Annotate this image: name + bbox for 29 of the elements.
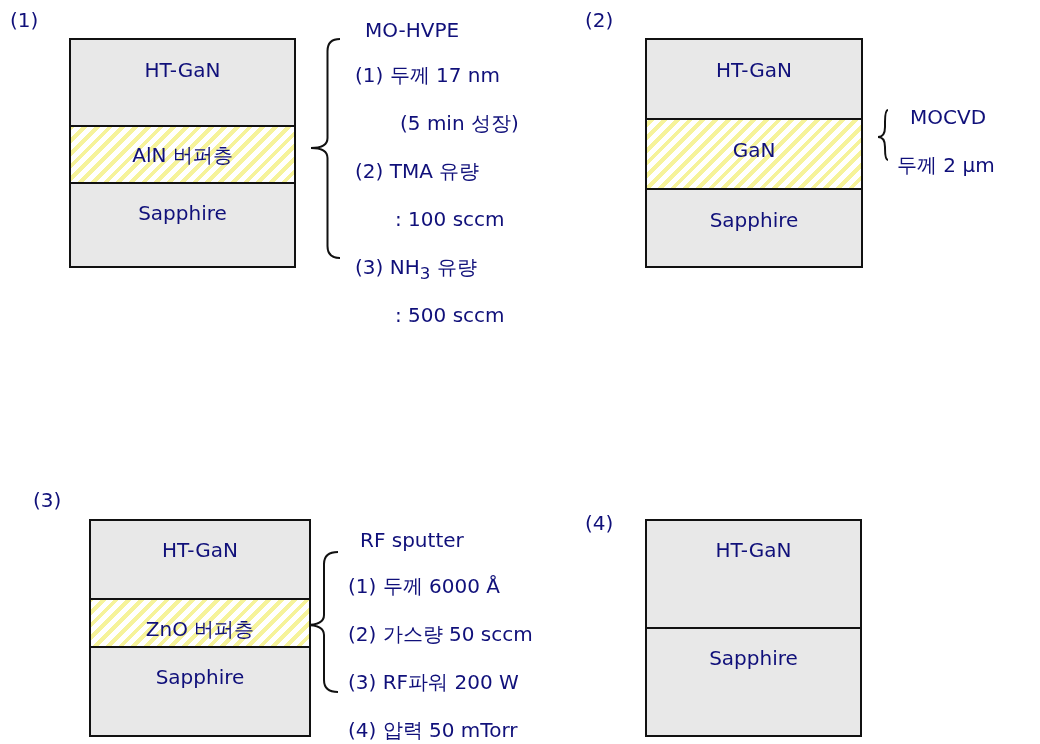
layer-box: Sapphire [69, 182, 296, 268]
parameter-text: (1) 두께 6000 Å [348, 574, 500, 598]
panel-number: (2) [585, 8, 614, 32]
method-label: MOCVD [910, 105, 987, 129]
layer-box: Sapphire [645, 188, 863, 268]
parameter-text: : 100 sccm [395, 207, 505, 231]
parameter-text: (3) RF파워 200 W [348, 670, 519, 694]
parameter-text: (5 min 성장) [400, 111, 519, 135]
layer-box: Sapphire [645, 627, 862, 737]
parameter-text: : 500 sccm [395, 303, 505, 327]
layer-box: HT-GaN [89, 519, 311, 600]
layer-box: GaN [645, 118, 863, 190]
layer-box: HT-GaN [645, 519, 862, 629]
layer-box: HT-GaN [69, 38, 296, 127]
layer-box: Sapphire [89, 646, 311, 737]
layer-box: HT-GaN [645, 38, 863, 120]
panel-number: (4) [585, 511, 614, 535]
panel-number: (1) [10, 8, 39, 32]
parameter-text: (2) 가스량 50 sccm [348, 622, 533, 646]
parameter-text: 두께 2 μm [897, 153, 995, 177]
parameter-text: (4) 압력 50 mTorr [348, 718, 518, 742]
parameter-text: (2) TMA 유량 [355, 159, 480, 183]
layer-box: AlN 버퍼층 [69, 125, 296, 184]
layer-box: ZnO 버퍼층 [89, 598, 311, 648]
method-label: RF sputter [360, 528, 464, 552]
parameter-text: (1) 두께 17 nm [355, 63, 500, 87]
method-label: MO-HVPE [365, 18, 460, 42]
panel-number: (3) [33, 488, 62, 512]
parameter-text: (3) NH$_{3}$ 유량 [355, 255, 477, 285]
